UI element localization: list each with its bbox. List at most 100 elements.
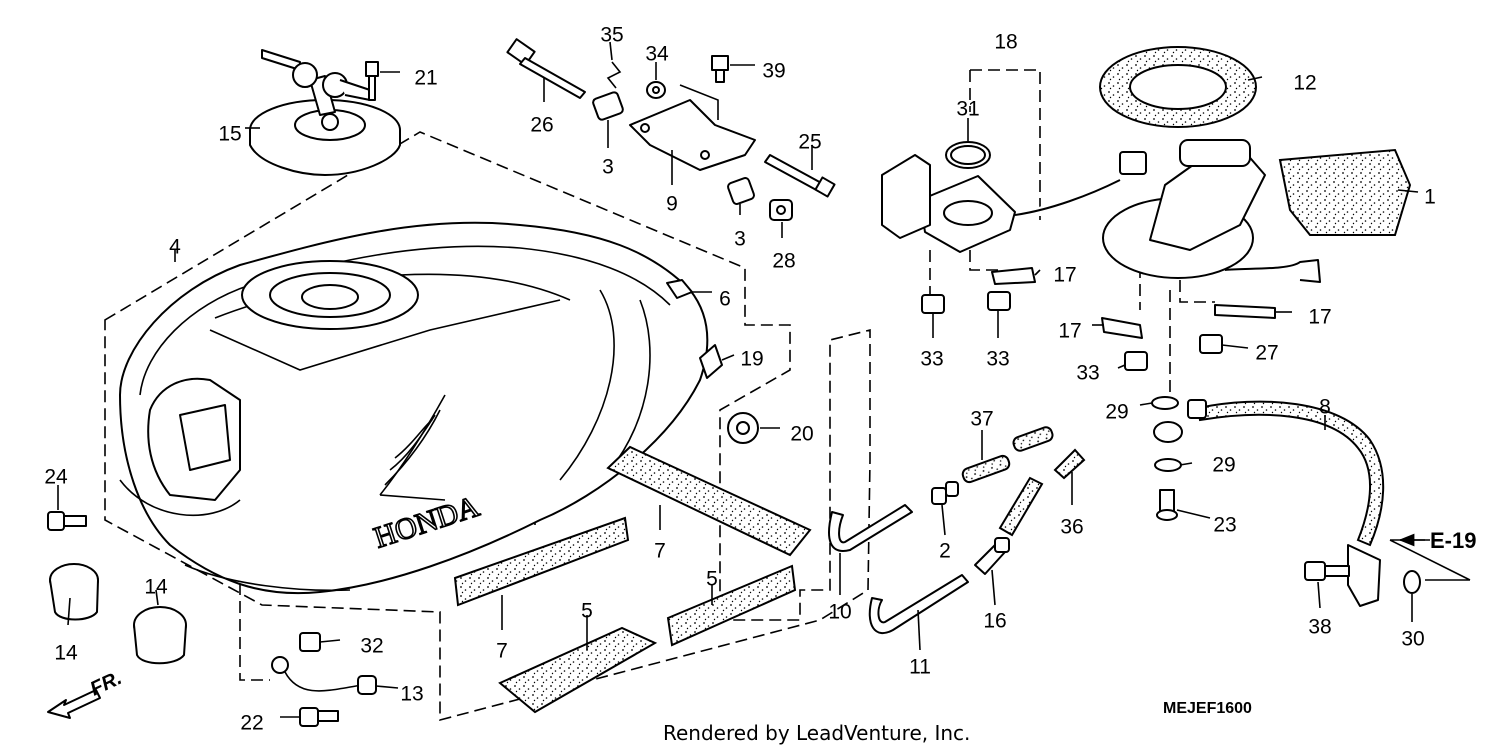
nut-33b[interactable] bbox=[987, 291, 1011, 311]
bolt-24[interactable] bbox=[47, 511, 87, 531]
callout-c33a: 33 bbox=[920, 348, 943, 371]
callout-c37: 37 bbox=[970, 408, 993, 431]
callout-c13: 13 bbox=[400, 683, 423, 706]
callout-c26: 26 bbox=[530, 114, 553, 137]
callout-c17a: 17 bbox=[1053, 264, 1076, 287]
callout-c7a: 7 bbox=[654, 540, 666, 563]
callout-c28: 28 bbox=[772, 250, 795, 273]
callout-c30: 30 bbox=[1401, 628, 1424, 651]
fuel-filler-cap[interactable] bbox=[249, 49, 401, 176]
bolt-38[interactable] bbox=[1304, 561, 1350, 581]
pad-5-lower[interactable] bbox=[498, 626, 658, 714]
seal-ring-31[interactable] bbox=[945, 141, 991, 169]
callout-c29a: 29 bbox=[1105, 401, 1128, 424]
diagram-ref-code: MEJEF1600 bbox=[1163, 700, 1252, 717]
mounting-bolt-26[interactable] bbox=[506, 38, 586, 99]
clip-17b[interactable] bbox=[1101, 317, 1143, 339]
callout-c22: 22 bbox=[240, 712, 263, 735]
callout-c27: 27 bbox=[1255, 342, 1278, 365]
callout-c5b: 5 bbox=[706, 568, 718, 591]
callout-c24: 24 bbox=[44, 466, 68, 489]
callout-c38: 38 bbox=[1308, 616, 1331, 639]
callout-c39: 39 bbox=[762, 60, 785, 83]
callout-c2: 2 bbox=[939, 540, 951, 563]
fuel-hose-8[interactable] bbox=[1153, 399, 1385, 607]
clip-17c[interactable] bbox=[1214, 304, 1276, 319]
clip-17a[interactable] bbox=[991, 267, 1036, 285]
callout-c3b: 3 bbox=[734, 228, 746, 251]
bracket-9[interactable] bbox=[629, 99, 756, 171]
leader-lines bbox=[57, 41, 1471, 718]
collar-3a[interactable] bbox=[592, 91, 624, 121]
callout-c5a: 5 bbox=[581, 600, 593, 623]
hose-10[interactable] bbox=[828, 504, 913, 552]
front-arrow: FR. bbox=[47, 667, 125, 719]
pump-cover-18[interactable] bbox=[881, 151, 1147, 253]
callout-c6: 6 bbox=[719, 288, 731, 311]
clip-35[interactable] bbox=[606, 61, 622, 89]
external-ref-label: E-19 bbox=[1430, 528, 1476, 553]
pad-7-upper[interactable] bbox=[606, 445, 812, 557]
callout-c18: 18 bbox=[994, 31, 1017, 54]
bolt-21[interactable] bbox=[365, 61, 379, 101]
bolt-23[interactable] bbox=[1156, 489, 1178, 521]
callout-c16: 16 bbox=[983, 610, 1006, 633]
hose-36[interactable] bbox=[998, 448, 1086, 537]
callout-c7b: 7 bbox=[496, 640, 508, 663]
flange-ring-12[interactable] bbox=[1099, 46, 1257, 128]
ground-cable-13[interactable] bbox=[271, 656, 377, 695]
hose-37[interactable] bbox=[961, 426, 1054, 484]
callout-c33b: 33 bbox=[986, 348, 1009, 371]
callout-c19: 19 bbox=[740, 348, 763, 371]
collar-3b[interactable] bbox=[727, 177, 755, 205]
bolt-25[interactable] bbox=[764, 154, 836, 198]
callout-c17b: 17 bbox=[1058, 320, 1081, 343]
hose-11[interactable] bbox=[868, 574, 969, 635]
callout-c32: 32 bbox=[360, 635, 383, 658]
bolt-39[interactable] bbox=[711, 55, 729, 83]
callout-c23: 23 bbox=[1213, 514, 1236, 537]
e19-reference-arrow: E-19 bbox=[1398, 528, 1476, 553]
fuel-tank[interactable]: HONDA bbox=[119, 221, 709, 595]
cushion-19[interactable] bbox=[699, 344, 723, 379]
pad-7-lower[interactable] bbox=[453, 516, 630, 607]
callout-c31: 31 bbox=[956, 98, 979, 121]
render-credit: Rendered by LeadVenture, Inc. bbox=[663, 721, 970, 745]
pad-5-right[interactable] bbox=[666, 564, 797, 647]
rubber-14-right[interactable] bbox=[133, 606, 187, 665]
washer-29b[interactable] bbox=[1154, 458, 1182, 472]
callout-c3a: 3 bbox=[602, 156, 614, 179]
callout-c35: 35 bbox=[600, 24, 623, 47]
nut-33c[interactable] bbox=[1124, 351, 1148, 371]
fuel-pump-1[interactable] bbox=[1102, 139, 1412, 283]
callout-c11: 11 bbox=[909, 656, 931, 679]
oring-30[interactable] bbox=[1403, 570, 1421, 594]
callout-c4: 4 bbox=[169, 236, 181, 259]
callout-c34: 34 bbox=[645, 43, 669, 66]
nut-28[interactable] bbox=[769, 199, 793, 221]
tank-assembly-outline bbox=[104, 69, 1215, 722]
callout-c1: 1 bbox=[1424, 186, 1436, 209]
callout-labels: 1233455677891011121314141516171717181920… bbox=[44, 24, 1436, 735]
bolt-22[interactable] bbox=[299, 707, 339, 727]
callout-c17c: 17 bbox=[1308, 306, 1331, 329]
washer-34[interactable] bbox=[646, 81, 666, 99]
callout-c20: 20 bbox=[790, 423, 813, 446]
nut-33a[interactable] bbox=[921, 294, 945, 314]
callout-c12: 12 bbox=[1293, 72, 1316, 95]
washer-29a[interactable] bbox=[1151, 396, 1179, 410]
bolt-32[interactable] bbox=[299, 632, 321, 652]
callout-c10: 10 bbox=[828, 601, 851, 624]
nut-27[interactable] bbox=[1199, 334, 1223, 354]
callout-c15: 15 bbox=[218, 123, 241, 146]
rubber-14-left[interactable] bbox=[49, 563, 99, 621]
callout-c36: 36 bbox=[1060, 516, 1083, 539]
callout-c8: 8 bbox=[1319, 396, 1331, 419]
joint-16[interactable] bbox=[974, 537, 1010, 575]
fitting-2[interactable] bbox=[931, 481, 959, 505]
callout-c14a: 14 bbox=[54, 642, 78, 665]
callout-c25: 25 bbox=[798, 131, 821, 154]
cap-20[interactable] bbox=[727, 412, 759, 444]
